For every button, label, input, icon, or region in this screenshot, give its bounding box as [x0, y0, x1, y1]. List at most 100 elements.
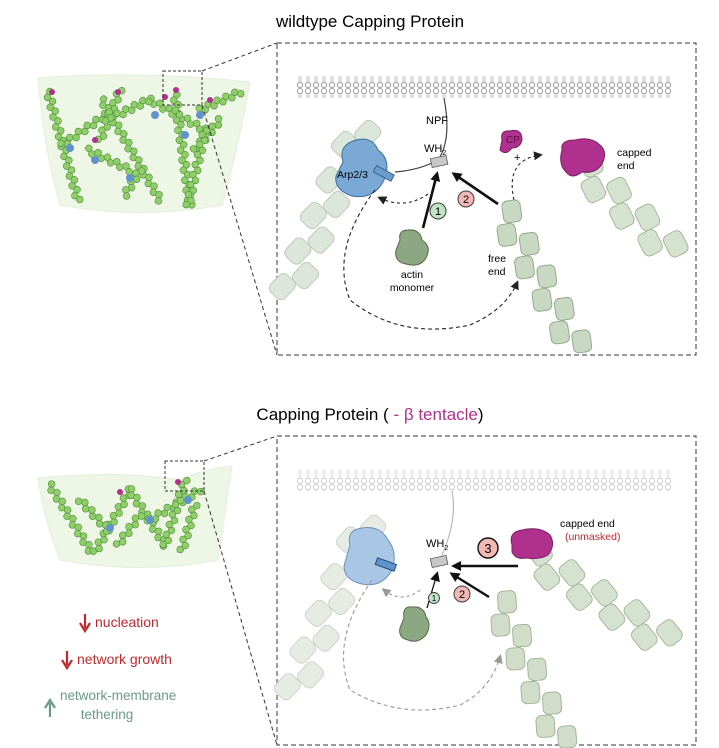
actin-subunit	[176, 146, 185, 154]
arp23-branch	[91, 156, 99, 164]
cp-label: CP	[506, 135, 520, 146]
actin-subunit	[178, 156, 186, 164]
actin-subunit	[135, 156, 143, 164]
actin-subunit	[159, 540, 167, 549]
top-panel-title: wildtype Capping Protein	[275, 12, 464, 31]
actin-subunit	[198, 146, 206, 155]
actin-subunit	[231, 88, 239, 96]
actin-subunit	[571, 329, 593, 354]
actin-subunit	[598, 603, 626, 631]
cp-plus: +	[514, 152, 520, 164]
actin-subunit	[606, 176, 632, 205]
unmasked-label: (unmasked)	[565, 531, 620, 543]
npf-label: NPF	[426, 115, 448, 127]
capped-end-label-bottom: capped end	[560, 518, 615, 530]
actin-subunit	[514, 255, 535, 280]
actin-subunit	[323, 190, 351, 219]
actin-subunit	[133, 493, 141, 502]
actin-subunit	[81, 127, 89, 136]
actin-subunit	[189, 145, 198, 153]
arp23-arm-bottom	[374, 557, 398, 572]
actin-subunit	[155, 191, 163, 199]
actin-subunit	[95, 544, 103, 553]
actin-subunit	[68, 182, 76, 190]
actin-subunit	[125, 523, 133, 531]
actin-subunit	[139, 96, 147, 105]
capping-protein-dot	[115, 89, 121, 95]
actin-subunit	[174, 490, 183, 499]
arp23-branch	[106, 524, 114, 532]
actin-subunit	[131, 514, 140, 522]
actin-subunit	[181, 176, 189, 184]
actin-subunit	[512, 623, 533, 648]
step3-number-bottom: 3	[484, 541, 491, 556]
actin-subunit	[315, 166, 343, 194]
arp23-complex	[335, 138, 388, 198]
actin-subunit	[194, 166, 202, 175]
capping-protein-dot	[92, 137, 98, 143]
effect-label: tethering	[81, 707, 134, 722]
actin-subunit	[203, 126, 211, 135]
capping-protein-dot	[175, 479, 181, 485]
capping-protein-dot	[117, 489, 123, 495]
actin-subunit	[291, 262, 319, 290]
capping-protein-bound	[560, 138, 606, 177]
zoom-line	[203, 490, 278, 746]
actin-subunit	[527, 657, 548, 682]
actin-subunit	[187, 196, 195, 205]
actin-subunit	[299, 201, 327, 230]
actin-subunit	[663, 230, 689, 258]
actin-subunit	[163, 503, 171, 512]
actin-subunit	[187, 521, 195, 530]
capping-protein-dot	[49, 89, 55, 95]
arp23-branch	[151, 111, 159, 119]
actin-subunit	[176, 496, 185, 505]
actin-subunit	[268, 273, 296, 301]
dashed-arrow-branch-bottom	[381, 588, 421, 598]
arrow-step1	[421, 171, 441, 229]
actin-subunit	[54, 132, 63, 141]
step2-number: 2	[463, 194, 469, 206]
step3-badge-bottom	[477, 537, 499, 559]
actin-monomer	[395, 229, 429, 266]
actin-subunit	[213, 96, 221, 104]
actin-subunit	[131, 520, 139, 529]
actin-subunit	[65, 172, 74, 180]
actin-subunit	[165, 520, 174, 529]
actin-monomer-label: monomer	[390, 282, 435, 294]
down-arrow-icon	[79, 614, 91, 634]
actin-subunit	[170, 96, 178, 104]
actin-subunit	[637, 229, 663, 257]
actin-subunit	[88, 506, 96, 514]
wh2-label-bottom: WH2	[426, 538, 448, 552]
filament-free-end	[496, 199, 593, 354]
actin-subunit	[95, 513, 103, 522]
actin-subunit	[106, 159, 115, 167]
actin-subunit	[580, 175, 607, 204]
actin-subunit	[154, 509, 162, 517]
capped-end-label: capped	[617, 147, 652, 159]
actin-subunit	[171, 500, 180, 509]
actin-subunit	[122, 186, 130, 194]
actin-subunit	[549, 320, 570, 345]
actin-subunit	[138, 502, 147, 510]
actin-subunit	[307, 226, 335, 254]
actin-subunit	[43, 93, 52, 102]
actin-subunit	[63, 506, 72, 514]
actin-subunit	[174, 126, 182, 134]
step2-badge	[457, 190, 475, 208]
actin-subunit	[74, 497, 83, 505]
actin-subunit	[81, 505, 90, 513]
actin-subunit	[122, 105, 130, 113]
actin-subunit	[125, 529, 133, 537]
actin-subunit	[118, 538, 127, 546]
actin-subunit	[127, 485, 136, 493]
actin-subunit	[531, 287, 553, 312]
actin-subunit	[92, 115, 100, 124]
arp23-arm	[372, 165, 395, 182]
actin-subunit	[175, 136, 183, 144]
arrow-step2	[451, 172, 499, 206]
actin-subunit	[162, 530, 170, 539]
free-end-label: free	[488, 253, 506, 265]
up-arrow-icon	[44, 697, 56, 717]
